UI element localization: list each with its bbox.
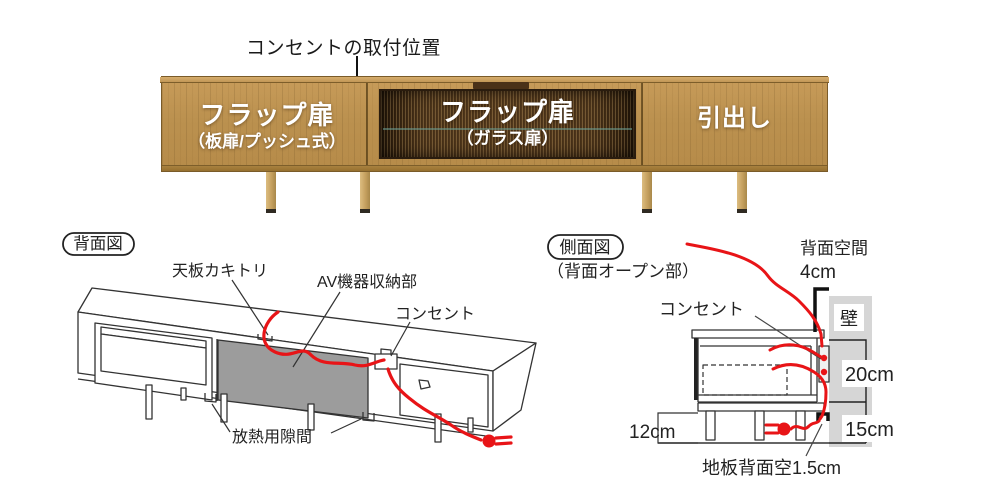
drawer-title: 引出し: [697, 105, 772, 132]
cable-mid: [768, 343, 823, 359]
rear-right-face: [492, 342, 537, 432]
callout-leader-line: [356, 56, 358, 86]
side-top-board: [691, 329, 825, 339]
left-door-title: フラップ扉: [199, 100, 335, 130]
drawer-label: 引出し: [642, 107, 827, 131]
side-view-badge-outline: [547, 234, 624, 260]
side-front-edge: [694, 338, 698, 400]
rear-leader-lines: [211, 279, 411, 434]
drawer-box-back: [100, 333, 207, 386]
wall-label-bg: [834, 304, 864, 331]
cabinet-bottom-board: [162, 165, 827, 171]
label-wall: 壁: [840, 309, 858, 329]
wall-dim-bracket: [829, 339, 867, 444]
label-lower-dim: 15cm: [845, 419, 894, 441]
cable-lower-run: [386, 367, 483, 442]
cabinet-leg: [360, 172, 370, 213]
rear-outlet-plug: [380, 348, 392, 355]
glass-door-label: フラップ扉 （ガラス扉）: [379, 99, 636, 147]
leader-av-storage: [292, 291, 341, 368]
dimension-brackets: [657, 339, 867, 444]
outlet-position-callout: コンセントの取付位置: [246, 38, 442, 59]
side-power-cables: [685, 242, 828, 435]
leader-vent-left: [211, 403, 231, 433]
cabinet-leg: [642, 172, 652, 213]
glass-door-title: フラップ扉: [439, 97, 575, 127]
rear-view-diagram: 背面図 天板カキトリ AV機器収納部 コンセント 放熱用隙間: [62, 232, 537, 448]
left-door-subtitle: （板扉/プッシュ式）: [188, 132, 346, 151]
rear-view-badge: 背面図: [73, 234, 123, 253]
cable-top: [685, 242, 824, 348]
label-rear-space-value: 4cm: [800, 262, 836, 283]
leader-outlet: [390, 321, 411, 357]
leader-vent-right: [330, 418, 362, 434]
plug-prongs: [494, 435, 513, 446]
glass-door-subtitle: （ガラス扉）: [456, 129, 559, 148]
label-rear-space: 背面空間: [800, 239, 868, 258]
vent-gap-mark-right: [362, 412, 375, 422]
side-body-lines: [697, 338, 818, 403]
rear-leg: [307, 403, 315, 431]
av-space-dashed-box: [702, 364, 788, 396]
rear-leg: [180, 387, 187, 401]
tv-board-photo: フラップ扉 （板扉/プッシュ式） フラップ扉 （ガラス扉） 引出し: [160, 76, 829, 172]
side-plug-prongs: [764, 423, 780, 435]
rear-view-badge-outline: [62, 232, 135, 256]
label-upper-dim: 20cm: [845, 364, 894, 386]
cable-upper-run: [262, 310, 386, 368]
side-bottom-rail: [697, 402, 825, 412]
outlet-plug-dot: [820, 368, 828, 376]
label-leg-height: 12cm: [629, 422, 675, 443]
cable-under: [789, 419, 821, 431]
rear-leg: [220, 393, 228, 423]
leg-height-bracket: [657, 412, 698, 444]
label-av-storage: AV機器収納部: [317, 273, 417, 291]
label-vent-gap: 放熱用隙間: [232, 428, 312, 446]
rear-power-cable: [262, 310, 513, 446]
lower-dim-bg: [842, 415, 906, 442]
upper-dim-bg: [842, 360, 906, 387]
av-back-panel: [217, 339, 369, 419]
rear-cabinet-linework: [77, 287, 537, 443]
rear-leg: [434, 413, 442, 443]
leader-top-cutout: [231, 279, 269, 336]
label-floor-gap: 地板背面空1.5cm: [702, 458, 841, 478]
cabinet-divider: [641, 83, 643, 165]
outlet-plug-dot: [820, 354, 828, 362]
rear-leg: [145, 384, 153, 420]
side-view-diagram: 側面図 （背面オープン部） 背面空間 4cm コンセント 壁 20cm 15cm…: [547, 234, 906, 478]
cabinet-divider: [366, 83, 368, 165]
side-leg: [754, 410, 765, 441]
label-top-cutout: 天板カキトリ: [172, 262, 268, 280]
cable-clamp: [418, 379, 431, 390]
rear-leg: [467, 417, 474, 433]
cabinet-leg: [266, 172, 276, 213]
side-view-subtitle: （背面オープン部）: [547, 262, 699, 281]
cable-down: [771, 363, 828, 421]
side-leg: [705, 410, 716, 441]
side-plug-body: [777, 422, 791, 436]
leader-floor-gap: [805, 423, 823, 457]
label-side-outlet: コンセント: [659, 300, 744, 319]
label-rear-outlet: コンセント: [395, 306, 475, 323]
vent-gap-mark-left: [204, 393, 217, 403]
side-view-badge: 側面図: [560, 238, 611, 257]
glass-door-handle: [473, 82, 529, 89]
glass-door-panel: [379, 89, 636, 159]
cabinet-leg: [737, 172, 747, 213]
left-door-label: フラップ扉 （板扉/プッシュ式）: [168, 102, 366, 150]
plug-body: [482, 434, 496, 448]
